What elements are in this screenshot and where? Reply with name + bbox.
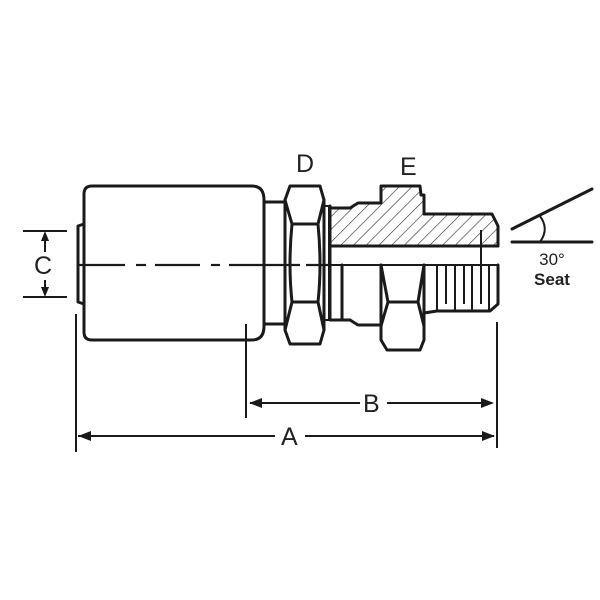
thread-lines: [436, 265, 490, 311]
nipple-lower: [328, 263, 500, 352]
label-b: B: [363, 390, 380, 418]
label-d: D: [296, 150, 315, 178]
sleeve-neck: [262, 200, 287, 326]
seat-angle: 30°: [539, 250, 565, 269]
seat-word: Seat: [534, 270, 570, 290]
dimension-a: [78, 431, 495, 441]
label-c: C: [34, 252, 53, 280]
label-e: E: [400, 153, 417, 181]
dimension-b: [249, 398, 494, 408]
seat-label: 30° Seat: [522, 250, 582, 291]
washer: [323, 205, 330, 321]
seat-angle-symbol: [510, 187, 594, 244]
nipple-section: [328, 184, 500, 322]
dimension-c: [23, 230, 67, 298]
label-a: A: [281, 423, 298, 451]
extension-lines: [75, 314, 498, 452]
ferrule-sleeve: [76, 184, 266, 342]
